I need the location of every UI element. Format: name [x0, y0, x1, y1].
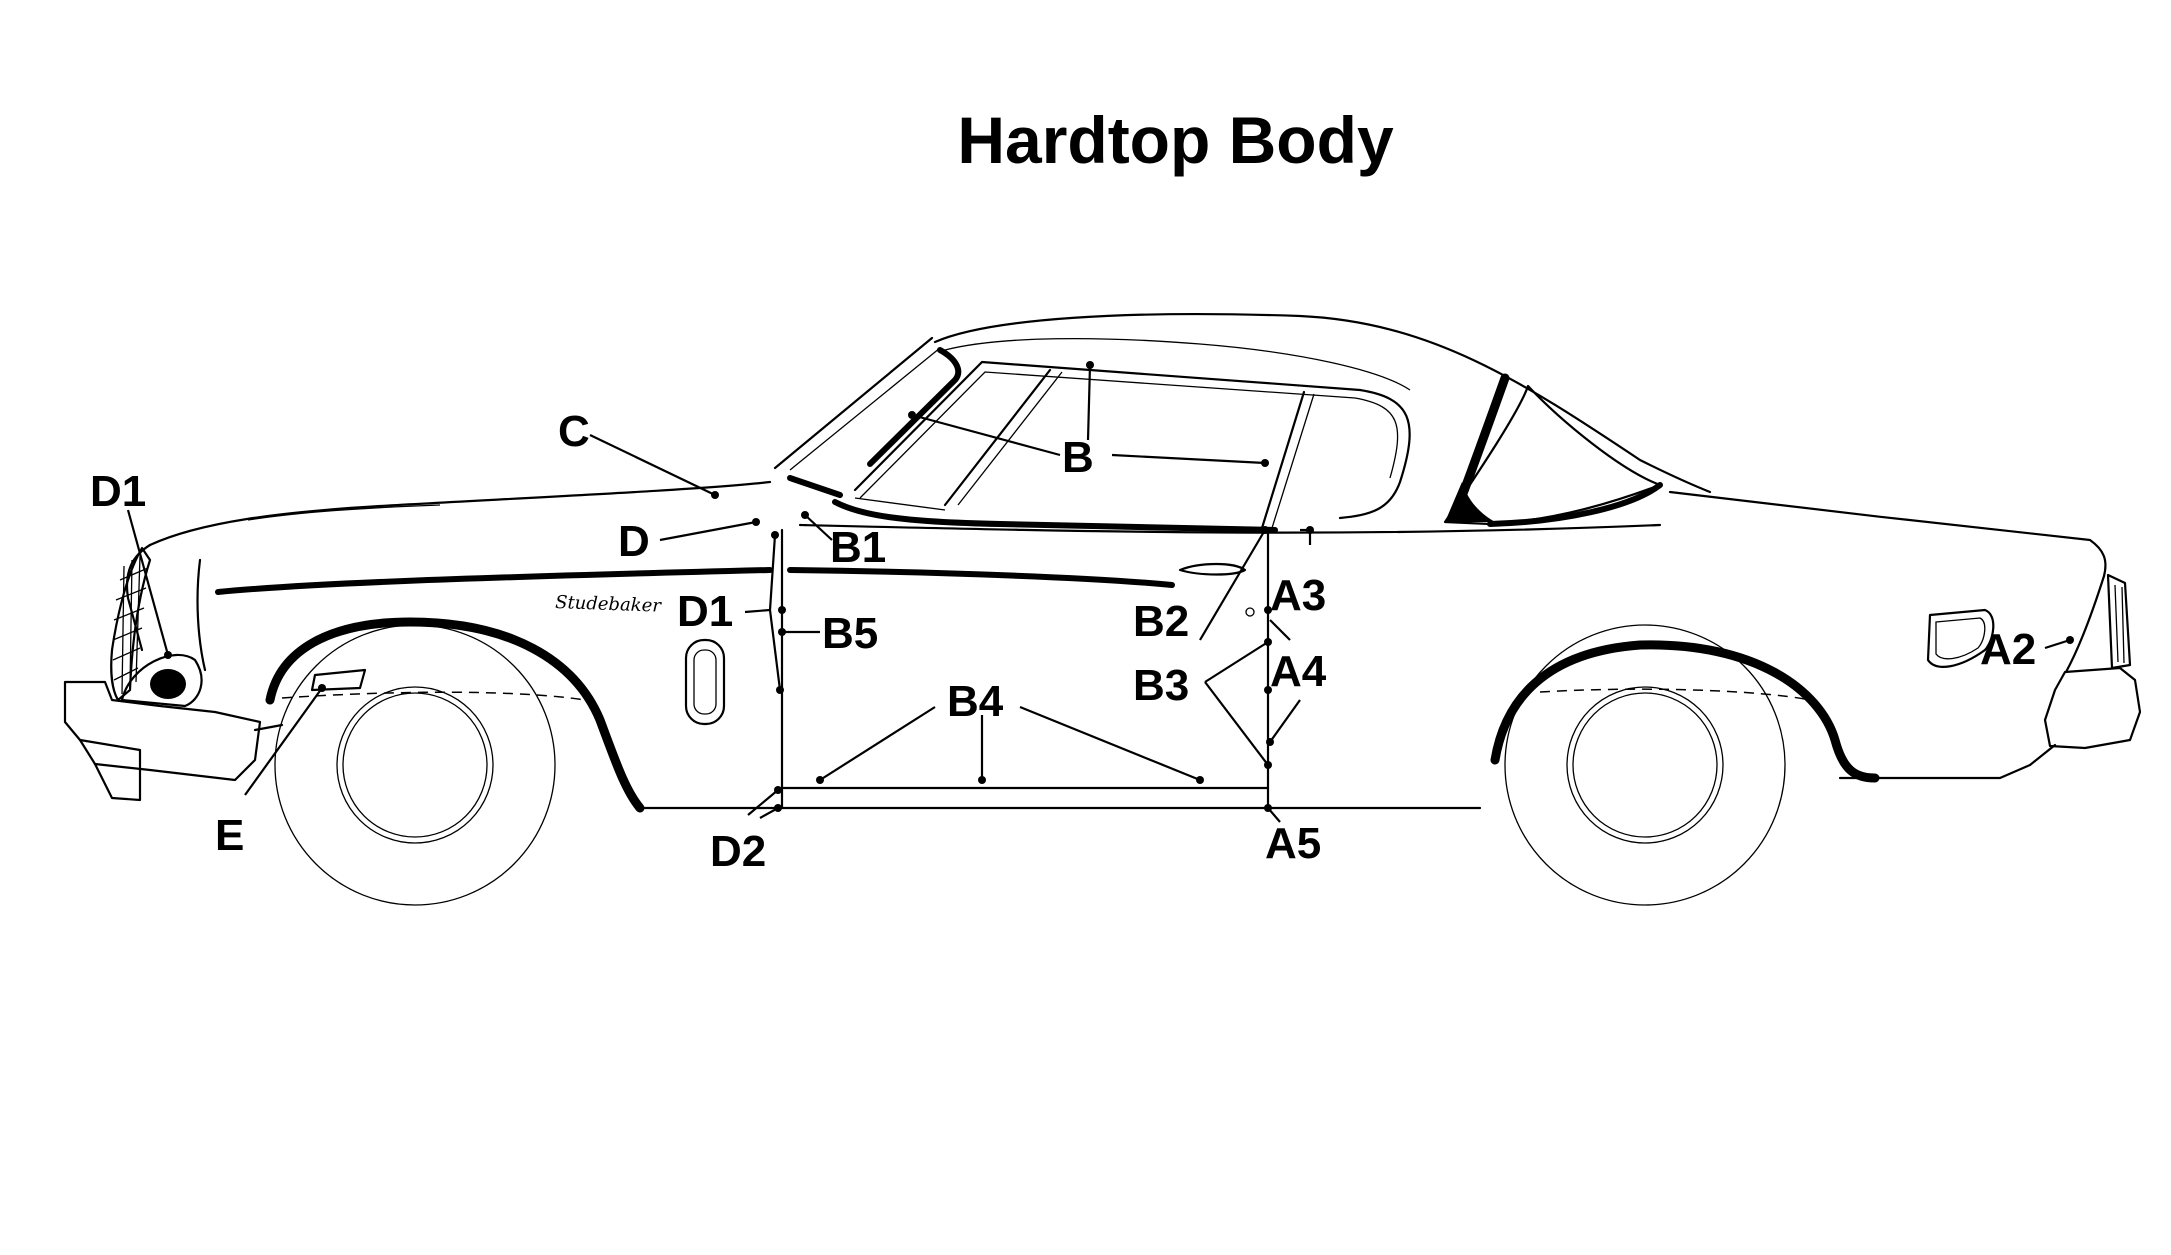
front-fender-line [125, 543, 152, 652]
rear-wheel [1504, 624, 1811, 906]
vent-divider-inner [957, 371, 1063, 506]
label-d2: D2 [710, 827, 766, 876]
front-wheel [274, 624, 586, 906]
label-b2: B2 [1133, 597, 1189, 646]
door-handle [1178, 562, 1247, 576]
side-spear-front [215, 567, 773, 595]
rear-side-glass-dark [1445, 482, 1495, 522]
door-window-rear-frame [1260, 390, 1306, 530]
cowl-trim [787, 475, 843, 498]
front-lower-body [253, 723, 284, 732]
title-text: Hardtop Body [957, 103, 1394, 177]
roof-line [933, 312, 1712, 494]
rear-wheel-arch-trim [1490, 640, 1880, 783]
windshield-inner [789, 347, 941, 471]
door-lock [1245, 607, 1255, 617]
beltline [798, 523, 1662, 534]
side-window-inner [859, 371, 1399, 499]
rear-lower-line [1838, 743, 2057, 780]
rear-deck-line [1668, 490, 2107, 578]
rear-bumper [2043, 666, 2142, 750]
label-d1-front: D1 [90, 467, 146, 516]
front-wheel-arch-trim [265, 617, 645, 813]
fender-vent [684, 638, 726, 726]
door-window-rear-inner [1271, 393, 1315, 529]
car-body: Studebaker [63, 312, 2142, 810]
grille [110, 546, 152, 702]
beltline-trim [832, 499, 1278, 533]
label-b5: B5 [822, 609, 878, 658]
front-bumper-lower [78, 738, 142, 802]
label-b3: B3 [1133, 661, 1189, 710]
roof-inner-line [944, 337, 1411, 391]
studebaker-script: Studebaker [555, 592, 663, 617]
label-a2: A2 [1980, 625, 2036, 674]
label-b: B [1062, 433, 1094, 482]
label-d: D [618, 517, 650, 566]
callout-labels: C D1 D B1 B D1 B5 B2 A3 A4 B3 B4 A2 E D2… [90, 407, 2036, 876]
trim-moldings [215, 347, 1880, 813]
rear-fender-scoop [1926, 608, 1995, 668]
tail-light [2106, 573, 2132, 670]
label-e: E [215, 811, 244, 860]
label-c: C [558, 407, 590, 456]
hood-crown-line [247, 504, 441, 521]
leader-lines [126, 361, 2074, 823]
label-b4: B4 [947, 677, 1004, 726]
headlight [120, 654, 203, 708]
label-a4: A4 [1270, 647, 1327, 696]
fender-badge [310, 668, 367, 692]
page-title: Hardtop Body [0, 102, 2171, 178]
windshield-trim [867, 347, 962, 467]
window-bottom-line [854, 497, 946, 511]
label-b1: B1 [830, 523, 886, 572]
quarter-window-frame [853, 360, 1411, 520]
label-a3: A3 [1270, 571, 1326, 620]
rear-side-glass [1443, 384, 1662, 526]
hood-line [148, 480, 772, 547]
front-face-line [196, 558, 207, 672]
label-d1-door: D1 [677, 587, 733, 636]
rear-window-trim [1487, 482, 1663, 527]
side-spear-rear [787, 567, 1175, 588]
a-pillar [773, 336, 934, 470]
rear-quarter-line [2064, 574, 2106, 674]
label-a5: A5 [1265, 819, 1321, 868]
